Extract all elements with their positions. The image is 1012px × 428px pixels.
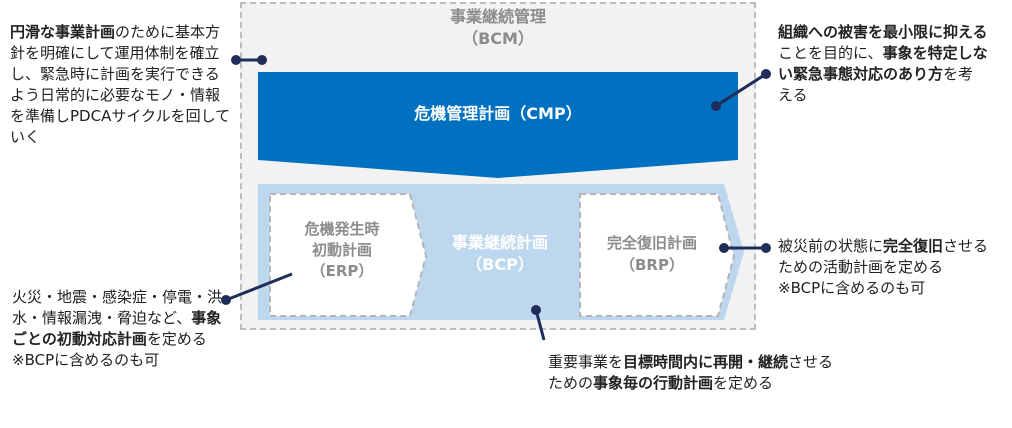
note-right: 被災前の状態に完全復旧させるための活動計画を定める ※BCPに含めるのも可 <box>778 236 1000 299</box>
brp-label: 完全復旧計画 （BRP） <box>582 232 722 276</box>
note-top-right: 組織への被害を最小限に抑えることを目的に、事象を特定しない緊急事態対応のあり方を… <box>778 22 988 106</box>
bcp-label: 事業継続計画 （BCP） <box>430 232 570 276</box>
cmp-label: 危機管理計画（CMP） <box>414 104 582 123</box>
note-segment: 事象を特定しない緊急事態対応のあり方 <box>778 44 988 83</box>
note-top-left: 円滑な事業計画のために基本方針を明確にして運用体制を確立し、緊急時に計画を実行で… <box>10 22 232 148</box>
brp-label-line1: 完全復旧計画 <box>606 234 697 252</box>
connector-top-left <box>231 55 267 65</box>
note-segment: 事象ごとの初動対応計画 <box>12 309 222 348</box>
bcp-label-line2: （BCP） <box>466 255 534 274</box>
note-segment: 被災前の状態に <box>778 237 884 255</box>
connector-right <box>719 243 771 253</box>
note-segment: 組織への被害を最小限に抑える <box>778 23 988 41</box>
note-segment: 火災・地震・感染症・停電・洪水・情報漏洩・脅迫など、 <box>12 288 223 327</box>
bcm-title-line2: （BCM） <box>462 29 534 48</box>
note-segment: ※BCPに含めるのも可 <box>778 279 926 297</box>
erp-label: 危機発生時 初動計画 （ERP） <box>272 219 412 282</box>
erp-label-line1: 危機発生時 <box>304 220 380 238</box>
connector-top-right <box>711 69 771 111</box>
brp-label-line2: （BRP） <box>620 256 684 274</box>
bcm-title-line1: 事業継続管理 <box>449 7 546 26</box>
erp-shape <box>269 193 428 317</box>
erp-label-line2: 初動計画 <box>311 241 372 259</box>
note-segment: を考える <box>778 65 974 104</box>
note-bottom-left: 火災・地震・感染症・停電・洪水・情報漏洩・脅迫など、事象ごとの初動対応計画を定め… <box>12 287 234 371</box>
note-segment: ※BCPに含めるのも可 <box>12 351 160 369</box>
erp-label-line3: （ERP） <box>310 262 374 280</box>
note-segment: 事象毎の行動計画 <box>593 374 714 392</box>
note-segment: を定める <box>146 330 207 348</box>
connector-bottom-left <box>221 272 293 305</box>
note-segment: させるための <box>548 353 834 392</box>
bcp-label-line1: 事業継続計画 <box>451 233 548 252</box>
note-segment: させるための活動計画を定める <box>778 237 989 276</box>
note-segment: ことを目的に、 <box>778 44 883 62</box>
note-segment: を定める <box>713 374 774 392</box>
cmp-shape <box>258 72 738 178</box>
note-segment: のために基本方針を明確にして運用体制を確立し、緊急時に計画を実行できるよう日常的… <box>10 23 231 146</box>
note-segment: 完全復旧 <box>883 237 944 255</box>
note-segment: 重要事業を <box>548 353 624 371</box>
note-segment: 目標時間内に再開・継続 <box>623 353 789 371</box>
connector-bottom-center <box>531 305 546 341</box>
note-segment: 円滑な事業計画 <box>10 23 116 41</box>
note-bottom-center: 重要事業を目標時間内に再開・継続させるための事象毎の行動計画を定める <box>548 352 838 394</box>
bcm-title: 事業継続管理 （BCM） <box>240 6 756 50</box>
brp-shape <box>579 193 736 317</box>
